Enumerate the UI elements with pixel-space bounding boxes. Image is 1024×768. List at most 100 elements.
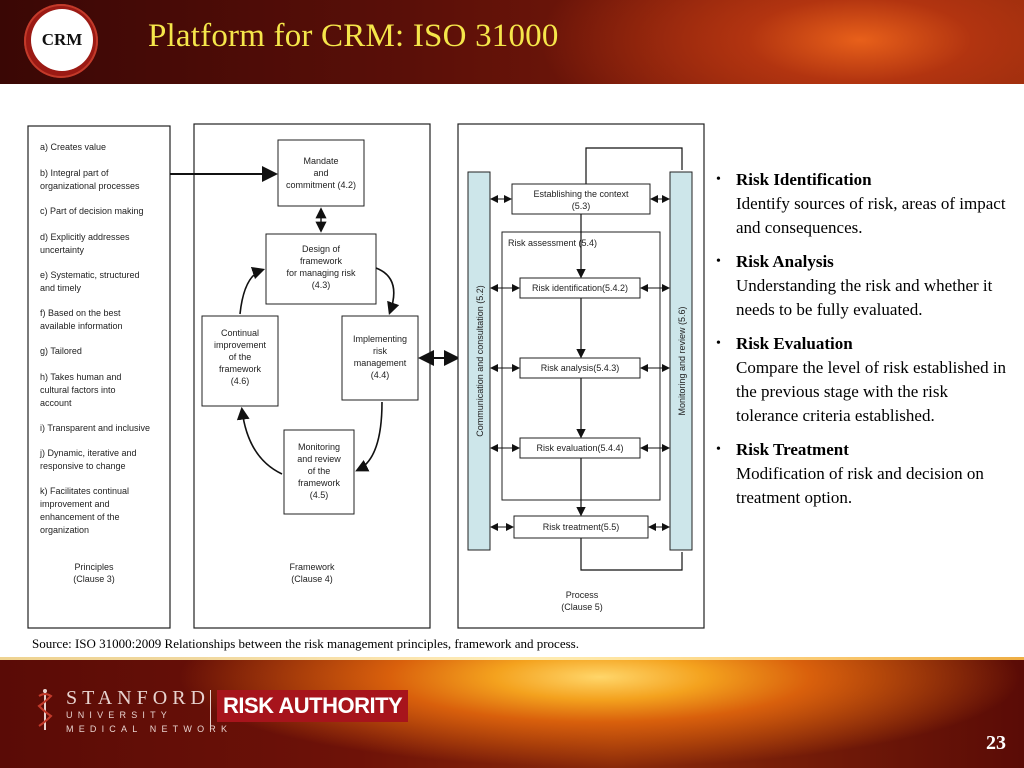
principle-item: d) Explicitly addresses [40,232,130,242]
page-number: 23 [986,732,1006,754]
mandate-line: Mandate [303,156,338,166]
principle-item: k) Facilitates continual [40,486,129,496]
caduceus-icon [37,689,53,730]
continual-to-design-arrow [239,266,266,315]
continual-line: of the [229,352,252,362]
stanford-logo: STANFORD UNIVERSITY MEDICAL NETWORK [36,688,232,736]
continual-line: improvement [214,340,267,350]
monitoring-framework-box [283,429,355,515]
principle-item: f) Based on the best [40,308,121,318]
process-loop-bottom [580,538,683,571]
implementing-line: (4.4) [371,370,390,380]
implementing-line: Implementing [353,334,407,344]
implementing-line: risk [373,346,387,356]
bullet-dot-icon: • [716,442,721,457]
monitoring-arrows [640,195,670,531]
principle-item: c) Part of decision making [40,206,144,216]
crm-logo-text: CRM [41,30,83,49]
figure-source: Source: ISO 31000:2009 Relationships bet… [32,636,579,651]
monitoring-line: framework [298,478,341,488]
footer-divider [210,690,211,730]
treatment-label: Risk treatment(5.5) [543,522,620,532]
risk-authority-badge: RISK AUTHORITY [217,690,409,722]
framework-caption-2: (Clause 4) [291,574,333,584]
process-loop-top [585,147,683,184]
implementing-line: management [354,358,407,368]
principle-item: improvement and [40,499,110,509]
risk-bullet-list: • Risk Identification Identify sources o… [716,168,1008,520]
bullet-item: • Risk Evaluation Compare the level of r… [716,332,1008,428]
evaluation-label: Risk evaluation(5.4.4) [536,443,623,453]
bullet-heading: Risk Analysis [736,252,834,271]
monitoring-review-bar [669,171,693,551]
mandate-box [277,139,365,207]
principle-item: enhancement of the [40,512,120,522]
process-caption-1: Process [566,590,599,600]
context-label: Establishing the context (5.3) [533,189,629,211]
implementing-box [341,315,419,401]
context-line: Establishing the context [533,189,629,199]
bullet-heading: Risk Identification [736,170,872,189]
mandate-line: commitment (4.2) [286,180,356,190]
monitoring-review-label: Monitoring and review (5.6) [677,306,687,415]
identification-label: Risk identification(5.4.2) [532,283,628,293]
mandate-line: and [313,168,328,178]
design-line: framework [300,256,343,266]
mandate-label: Mandate and commitment (4.2) [286,156,356,190]
bullet-text: Compare the level of risk established in… [736,358,1007,425]
design-line: Design of [302,244,341,254]
bullet-text: Understanding the risk and whether it ne… [736,276,993,319]
principle-item: h) Takes human and [40,372,121,382]
crm-logo: CRM [31,9,93,71]
stanford-wordmark: STANFORD [66,687,210,709]
principle-item: j) Dynamic, iterative and [39,448,137,458]
continual-line: Continual [221,328,259,338]
bullet-dot-icon: • [716,254,721,269]
principle-item: available information [40,321,123,331]
framework-caption-1: Framework [289,562,335,572]
analysis-label: Risk analysis(5.4.3) [541,363,620,373]
principle-item: a) Creates value [40,142,106,152]
principles-box [27,125,171,629]
bullet-dot-icon: • [716,336,721,351]
communication-arrows [490,195,520,531]
footer-band [0,657,1024,768]
footer-stripe [0,657,1024,660]
principles-caption-1: Principles [74,562,114,572]
context-box [511,183,651,215]
principle-item: account [40,398,72,408]
principle-item: g) Tailored [40,346,82,356]
bullet-heading: Risk Treatment [736,440,849,459]
header-band [0,0,1024,84]
bullet-text: Identify sources of risk, areas of impac… [736,194,1006,237]
bullet-text: Modification of risk and decision on tre… [736,464,984,507]
design-line: (4.3) [312,280,331,290]
context-line: (5.3) [572,201,591,211]
design-to-implementing-arrow [375,267,400,316]
assessment-label: Risk assessment (5.4) [508,238,597,248]
bullet-item: • Risk Identification Identify sources o… [716,168,1008,240]
principle-item: responsive to change [40,461,126,471]
principle-item: e) Systematic, structured [40,270,140,280]
principles-caption-2: (Clause 3) [73,574,115,584]
monitoring-line: Monitoring [298,442,340,452]
page-title: Platform for CRM: ISO 31000 [148,18,559,54]
monitoring-line: and review [297,454,341,464]
principle-item: i) Transparent and inclusive [40,423,150,433]
communication-bar [467,171,491,551]
implementing-to-monitoring-arrow [355,401,383,472]
continual-box [201,315,279,407]
medical-network-wordmark: MEDICAL NETWORK [66,724,233,734]
university-wordmark: UNIVERSITY [66,710,173,720]
design-box [265,233,377,305]
principle-item: and timely [40,283,82,293]
monitoring-to-continual-arrow [236,406,283,475]
principle-item: uncertainty [40,245,85,255]
continual-line: framework [219,364,262,374]
principle-item: organizational processes [40,181,140,191]
